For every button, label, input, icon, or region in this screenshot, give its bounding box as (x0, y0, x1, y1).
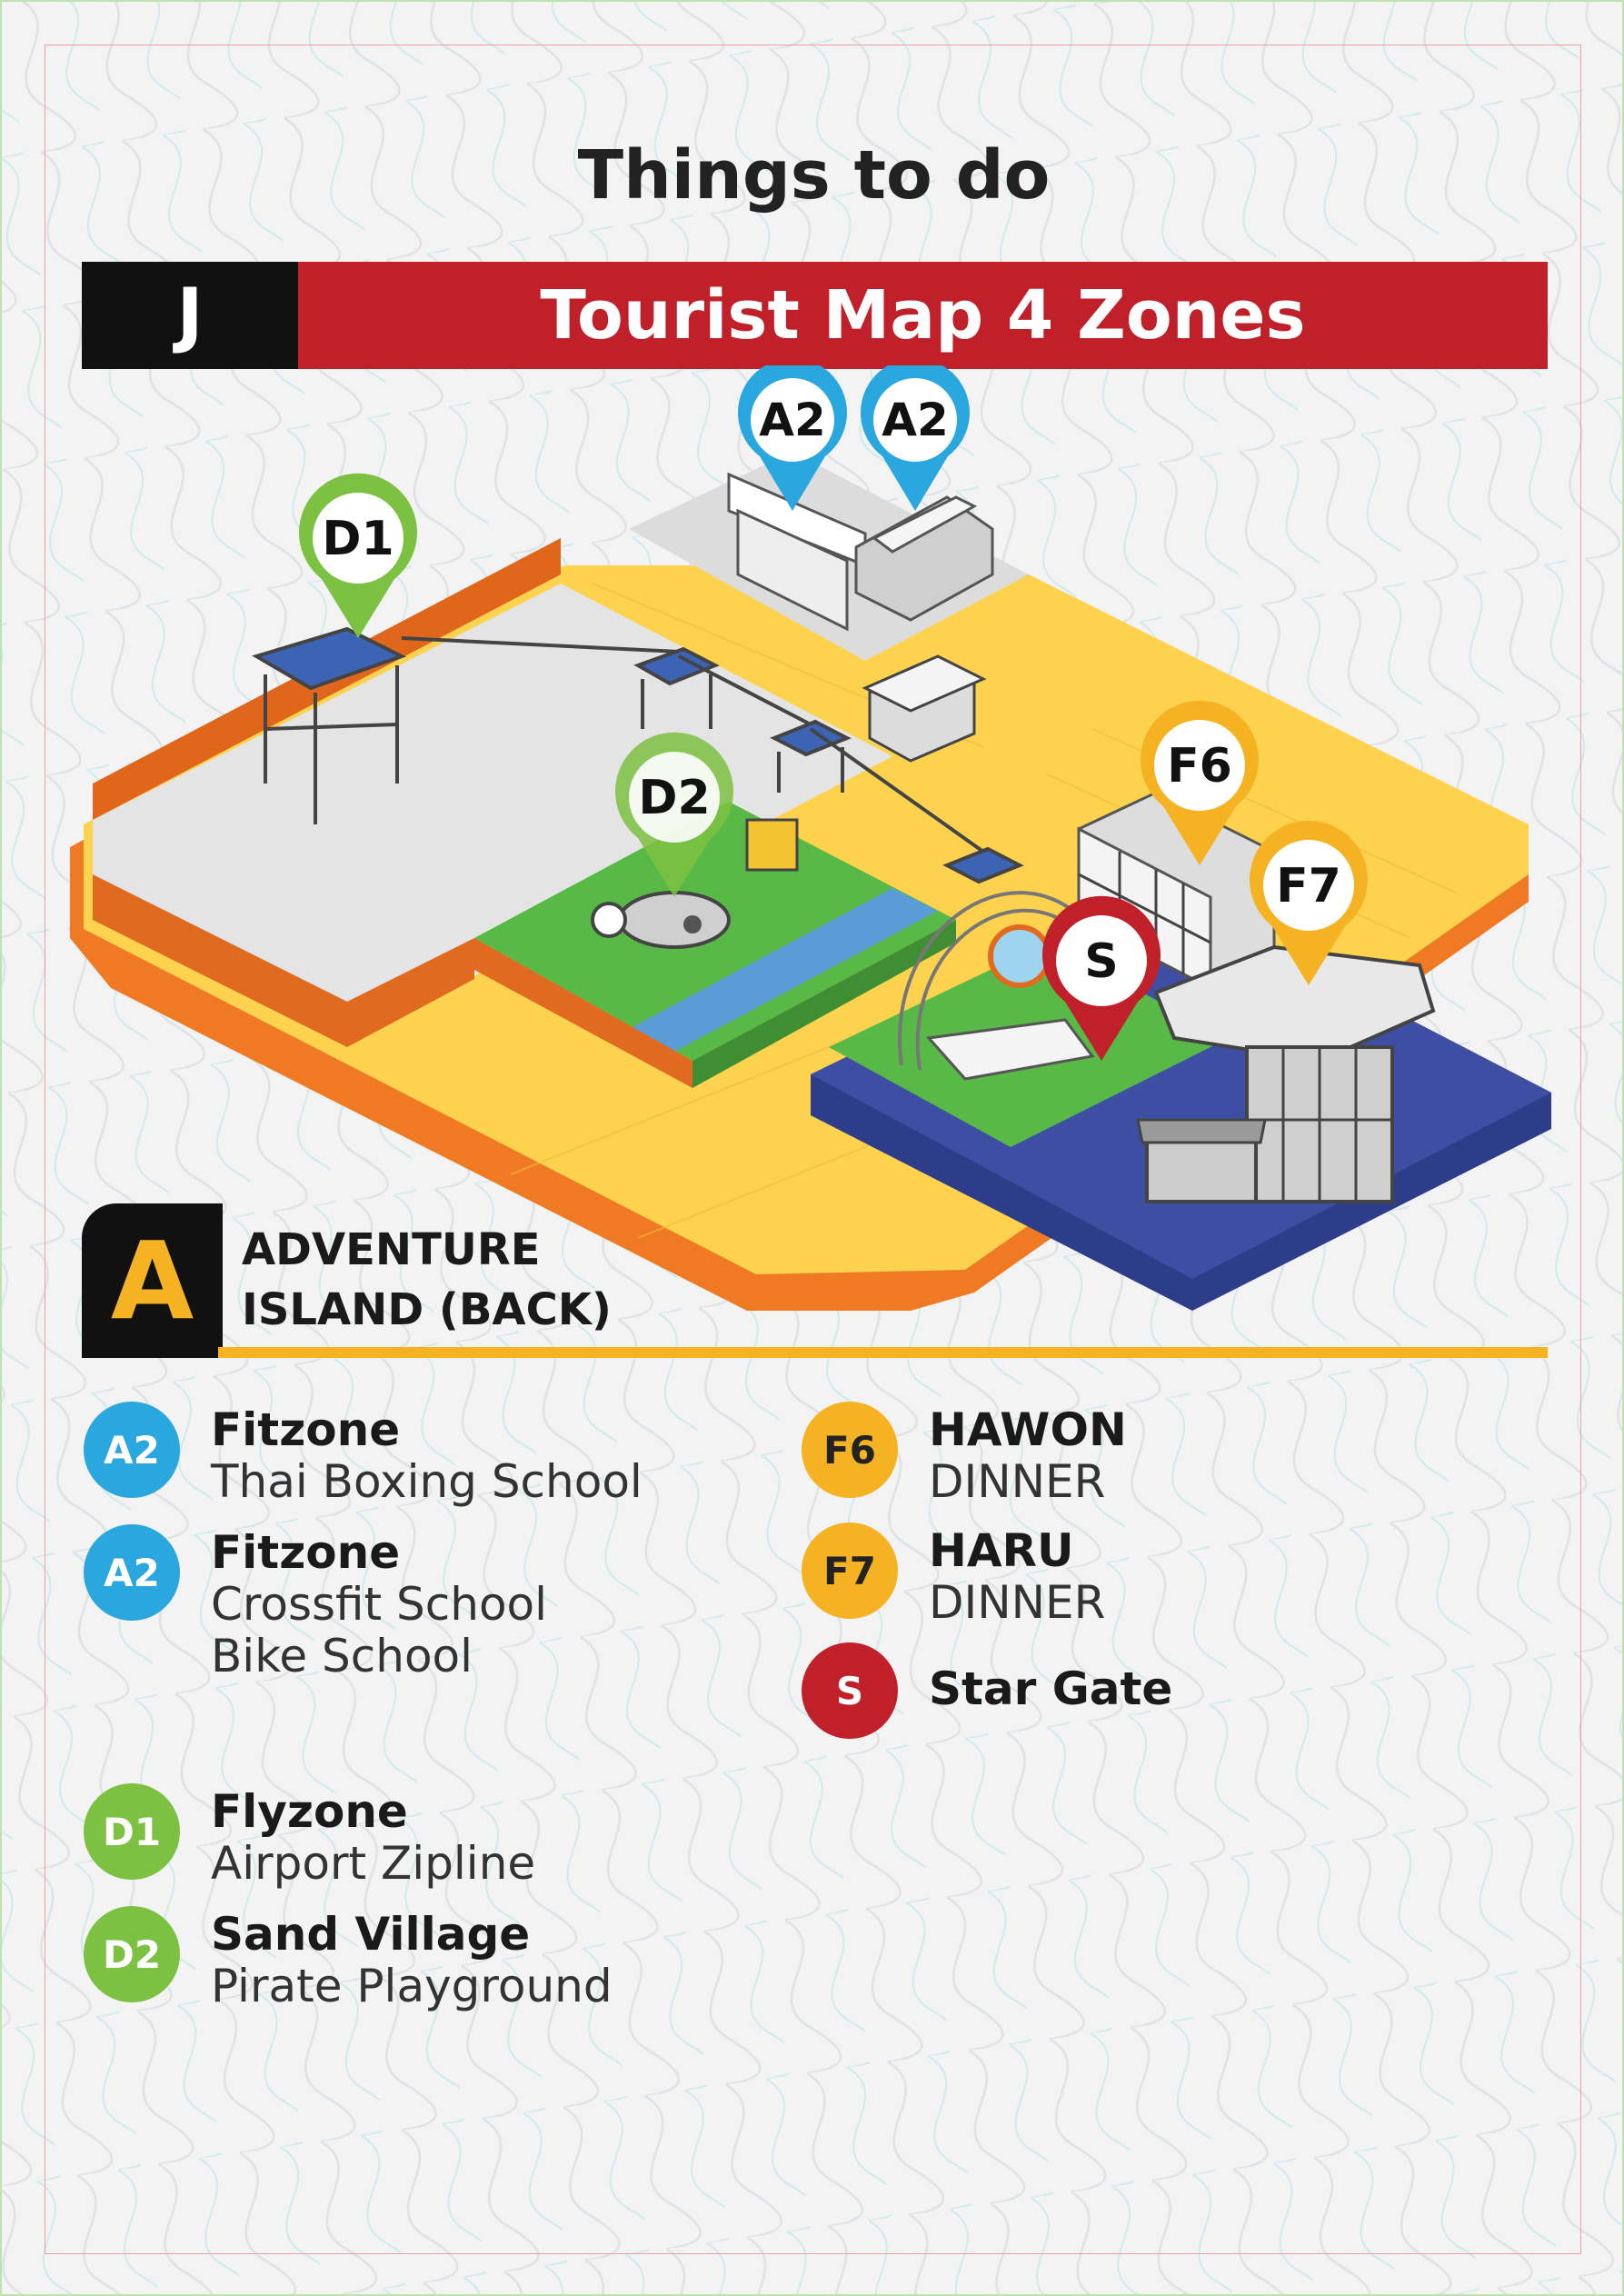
legend-badge: F6 (802, 1402, 898, 1498)
pin-f6[interactable]: F6 (1141, 700, 1259, 865)
star-gate-arch (898, 891, 1095, 1081)
legend-title: Fitzone (211, 1403, 401, 1456)
ticket-booth (862, 654, 987, 763)
zipline-towers (252, 626, 1024, 884)
zone-name-line2: ISLAND (BACK) (242, 1284, 612, 1335)
zone-divider (218, 1347, 1548, 1358)
legend-text: HAWON DINNER (929, 1403, 1492, 1508)
header-bar: J Tourist Map 4 Zones (82, 262, 1548, 369)
zone-name-line1: ADVENTURE (242, 1224, 541, 1275)
pin-a2-left[interactable]: A2 (738, 365, 847, 511)
header-letter: J (82, 262, 298, 369)
legend-text: Sand Village Pirate Playground (211, 1908, 774, 2012)
legend-title: Star Gate (929, 1662, 1173, 1715)
legend-line: Airport Zipline (211, 1837, 536, 1890)
legend-line: Bike School (211, 1630, 473, 1682)
pin-label: D2 (638, 771, 710, 825)
pin-d2[interactable]: D2 (615, 732, 733, 897)
legend-badge: D2 (84, 1906, 180, 2002)
legend-badge: F7 (802, 1522, 898, 1619)
legend-line: Pirate Playground (211, 1960, 613, 2012)
pin-label: A2 (759, 394, 826, 446)
legend-text: HARU DINNER (929, 1524, 1492, 1629)
zone-a-block: A ADVENTURE ISLAND (BACK) (82, 1203, 612, 1358)
map-pins: A2 A2 D1 D2 F6 (299, 365, 1368, 1061)
legend-line: DINNER (929, 1576, 1106, 1629)
legend-text: Fitzone Thai Boxing School (211, 1403, 774, 1508)
legend-title: Flyzone (211, 1785, 408, 1838)
haru-building (1136, 944, 1436, 1203)
pin-label: S (1084, 934, 1118, 989)
pin-label: A2 (882, 394, 949, 446)
legend-badge: S (802, 1642, 898, 1739)
legend-title: HAWON (929, 1403, 1127, 1456)
legend-line: Crossfit School (211, 1578, 548, 1631)
legend-badge: A2 (84, 1524, 180, 1621)
isometric-zone-map: A2 A2 D1 D2 F6 (70, 365, 1551, 1311)
legend-title: HARU (929, 1524, 1074, 1577)
legend-text: Star Gate (929, 1662, 1492, 1715)
zone-name: ADVENTURE ISLAND (BACK) (242, 1220, 623, 1340)
legend-text: Flyzone Airport Zipline (211, 1785, 774, 1890)
fitzone-building-area (629, 452, 1029, 661)
pin-label: D1 (322, 512, 394, 566)
legend-line: DINNER (929, 1455, 1106, 1508)
pin-label: F6 (1167, 739, 1232, 794)
legend-line: Thai Boxing School (211, 1455, 643, 1508)
legend-title: Sand Village (211, 1908, 531, 1961)
pin-a2-right[interactable]: A2 (861, 365, 970, 511)
zone-letter: A (82, 1203, 223, 1358)
legend-title: Fitzone (211, 1526, 401, 1579)
page-title: Things to do (577, 136, 1051, 215)
pin-f7[interactable]: F7 (1250, 820, 1368, 985)
pirate-playground (591, 818, 799, 949)
pin-d1[interactable]: D1 (299, 473, 417, 638)
legend-badge: D1 (84, 1783, 180, 1880)
hawon-building (1077, 791, 1276, 991)
legend-text: Fitzone Crossfit School Bike School (211, 1526, 774, 1682)
legend-badge: A2 (84, 1402, 180, 1498)
pin-s[interactable]: S (1042, 895, 1161, 1061)
header-title: Tourist Map 4 Zones (298, 262, 1548, 369)
pin-label: F7 (1276, 859, 1341, 913)
